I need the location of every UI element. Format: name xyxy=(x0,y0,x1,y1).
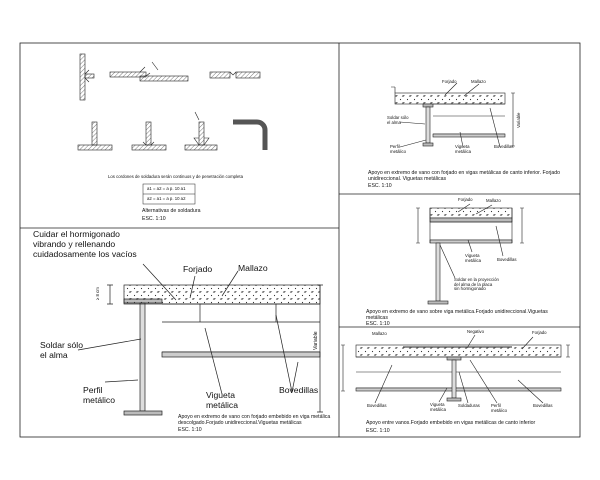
weld-caption: Alternativas de soldadura xyxy=(142,208,201,214)
weld-formula-2: a2 = a1 = a p. 10 a2 xyxy=(147,196,186,201)
main-label-vigueta: Vigueta metálica xyxy=(206,390,238,410)
r3-label-bovedillas-right: Bovedillas xyxy=(533,403,553,408)
r1-label-vigueta: Vigueta metálica xyxy=(455,144,472,154)
r1-detail-diagram xyxy=(391,82,515,148)
main-label-soldar: Soldar sólo el alma xyxy=(40,340,83,360)
r3-scale: ESC. 1:10 xyxy=(366,428,390,434)
main-label-variable: Variable xyxy=(313,331,319,350)
r1-label-soldar: Soldar sólo el alma xyxy=(387,115,409,125)
r3-label-negativo: Negativo xyxy=(467,329,484,334)
main-caption: Apoyo en extremo de vano con forjado emb… xyxy=(178,414,331,427)
main-label-bovedillas: Bovedillas xyxy=(279,385,319,395)
r2-label-soldar: Soldar en la proyección del alma de la p… xyxy=(454,277,499,292)
r3-label-mallazo: Mallazo xyxy=(372,331,387,336)
weld-formula-1: a1 = a2 = a p. 10 a1 xyxy=(147,186,186,191)
weld-alternatives-diagram xyxy=(77,53,268,151)
r1-label-mallazo: Mallazo xyxy=(471,79,486,84)
r1-caption: Apoyo en extremo de vano con forjado en … xyxy=(368,170,561,183)
sheet-frame xyxy=(19,42,581,438)
r3-label-soldaduras: Soldaduras xyxy=(458,403,480,408)
main-detail-diagram xyxy=(77,263,323,416)
r3-label-bovedillas-left: Bovedillas xyxy=(367,403,387,408)
r2-scale: ESC. 1:10 xyxy=(366,321,390,327)
weld-formula-box xyxy=(142,183,196,205)
main-instruction: Cuidar el hormigonado vibrando y rellena… xyxy=(33,229,137,259)
r3-label-forjado: Forjado xyxy=(532,330,547,335)
r2-detail-diagram xyxy=(416,203,524,305)
r1-label-perfil: Perfil metálico xyxy=(390,144,407,154)
r1-label-variable: Variable xyxy=(516,112,521,128)
main-label-dim: ≥ 8 cm xyxy=(95,287,100,300)
main-label-forjado: Forjado xyxy=(183,264,213,274)
r1-label-bovedillas: Bovedillas xyxy=(494,144,514,149)
weld-scale: ESC. 1:10 xyxy=(142,216,166,222)
r3-detail-diagram xyxy=(341,334,570,404)
r2-caption: Apoyo en extremo de vano sobre viga metá… xyxy=(366,309,548,322)
r2-label-bovedillas: Bovedillas xyxy=(497,257,517,262)
r2-label-forjado: Forjado xyxy=(458,197,473,202)
r3-caption: Apoyo entre vanos.Forjado embebido en vi… xyxy=(366,420,536,426)
main-label-perfil: Perfil metálico xyxy=(83,385,115,405)
main-scale: ESC. 1:10 xyxy=(178,427,202,433)
r1-label-forjado: Forjado xyxy=(442,79,457,84)
r3-label-vigueta: Vigueta metálica xyxy=(430,402,447,412)
weld-note: Los cordones de soldadura serán continuo… xyxy=(108,174,243,179)
main-label-mallazo: Mallazo xyxy=(238,263,268,273)
r1-scale: ESC. 1:10 xyxy=(368,183,392,189)
r2-label-mallazo: Mallazo xyxy=(486,198,501,203)
r3-label-perfil: Perfil metálico xyxy=(491,403,508,413)
r2-label-vigueta: Vigueta metálica xyxy=(465,253,482,263)
